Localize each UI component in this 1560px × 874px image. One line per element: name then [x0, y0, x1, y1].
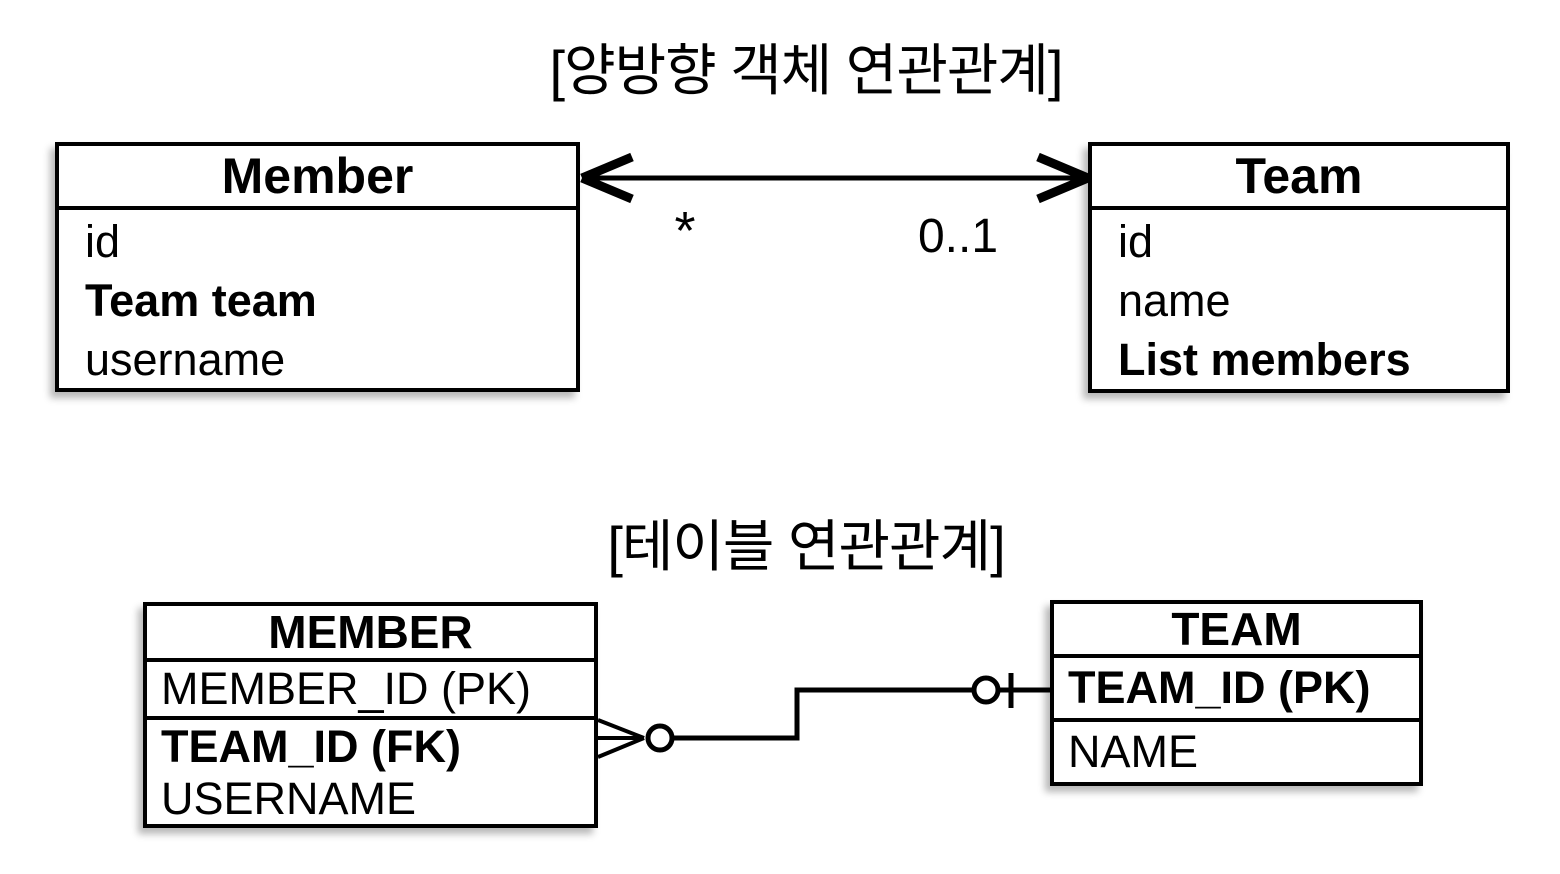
member-class-name: Member [59, 146, 576, 210]
team-field-members: List members [1118, 334, 1411, 385]
team-class-fields: id name List members [1092, 210, 1506, 389]
team-field-id: id [1118, 216, 1154, 267]
member-class-fields: id Team team username [59, 210, 576, 389]
team-table-box: TEAM TEAM_ID (PK) NAME [1050, 600, 1423, 786]
team-class-name: Team [1092, 146, 1506, 210]
member-table-name: MEMBER [147, 606, 594, 662]
member-field-team: Team team [85, 275, 317, 326]
bidirectional-arrow-icon [580, 152, 1090, 204]
member-table-col-team-id: TEAM_ID (FK) [161, 721, 461, 772]
member-table-box: MEMBER MEMBER_ID (PK) TEAM_ID (FK) USERN… [143, 602, 598, 828]
member-class-box: Member id Team team username [55, 142, 580, 392]
member-table-fk-compartment: TEAM_ID (FK) USERNAME [147, 720, 594, 825]
member-side-multiplicity: * [674, 201, 696, 261]
object-diagram-title: [양방향 객체 연관관계] [549, 39, 1064, 102]
team-field-name: name [1118, 275, 1231, 326]
team-table-name: TEAM [1054, 603, 1419, 658]
member-table-col-username: USERNAME [161, 773, 417, 824]
member-field-username: username [85, 334, 286, 385]
member-field-id: id [85, 216, 121, 267]
team-class-box: Team id name List members [1088, 142, 1510, 393]
crowsfoot-connector [597, 673, 1050, 759]
zero-or-many-crowsfoot-icon [597, 718, 675, 759]
member-table-col-member-id: MEMBER_ID (PK) [147, 662, 594, 720]
table-diagram-title: [테이블 연관관계] [607, 515, 1005, 578]
team-table-col-team-id: TEAM_ID (PK) [1054, 658, 1419, 722]
team-side-multiplicity: 0..1 [917, 210, 999, 263]
zero-or-one-icon [971, 673, 1050, 708]
team-table-col-name: NAME [1068, 726, 1199, 777]
